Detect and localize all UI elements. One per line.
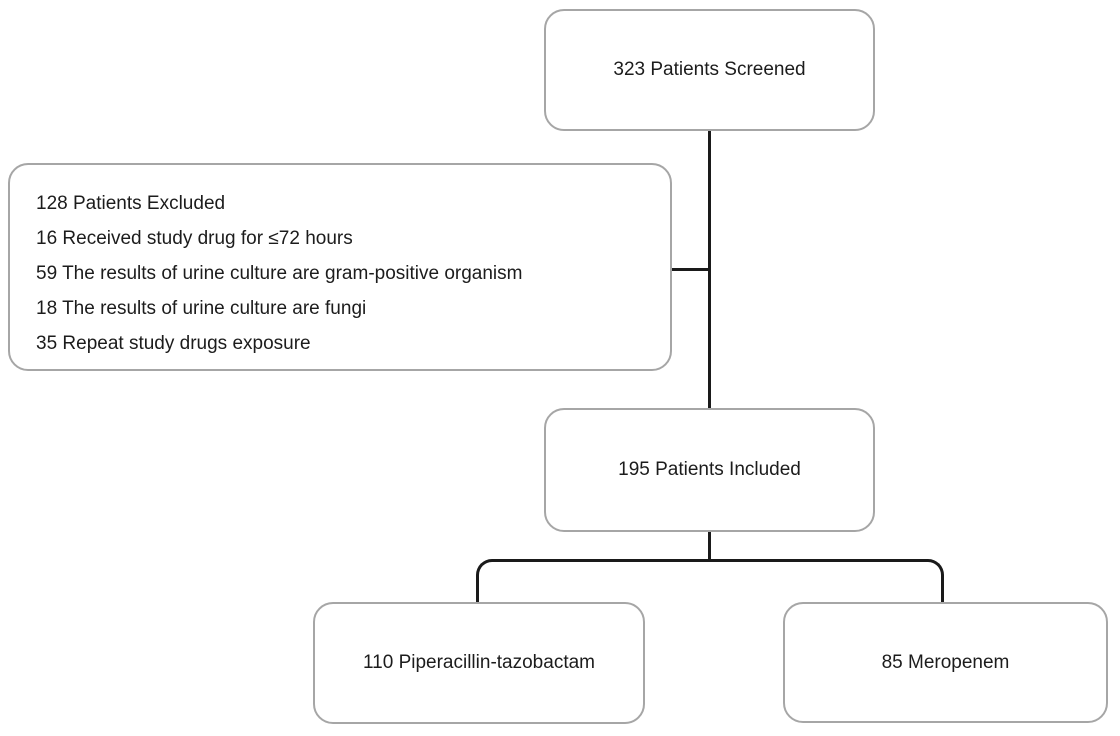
node-patients-included: 195 Patients Included — [544, 408, 875, 532]
node-patients-excluded: 128 Patients Excluded 16 Received study … — [8, 163, 672, 371]
excluded-reasons-list: 128 Patients Excluded 16 Received study … — [10, 165, 670, 361]
excluded-line: 35 Repeat study drugs exposure — [36, 333, 311, 354]
node-patients-screened: 323 Patients Screened — [544, 9, 875, 131]
connector-branch-split — [476, 559, 944, 602]
node-patients-included-label: 195 Patients Included — [618, 459, 801, 480]
excluded-line: 16 Received study drug for ≤72 hours — [36, 228, 353, 249]
connector-excluded-stub — [672, 268, 709, 271]
node-patients-screened-label: 323 Patients Screened — [613, 59, 806, 80]
node-meropenem-label: 85 Meropenem — [881, 651, 1010, 673]
excluded-line: 18 The results of urine culture are fung… — [36, 298, 367, 319]
connector-screened-to-included — [708, 131, 711, 408]
node-meropenem: 85 Meropenem — [783, 602, 1108, 723]
excluded-line: 59 The results of urine culture are gram… — [36, 263, 523, 284]
node-piperacillin-tazobactam-label: 110 Piperacillin-tazobactam — [363, 652, 595, 673]
excluded-line: 128 Patients Excluded — [36, 193, 226, 214]
connector-included-to-branch — [708, 532, 711, 562]
node-piperacillin-tazobactam: 110 Piperacillin-tazobactam — [313, 602, 645, 724]
